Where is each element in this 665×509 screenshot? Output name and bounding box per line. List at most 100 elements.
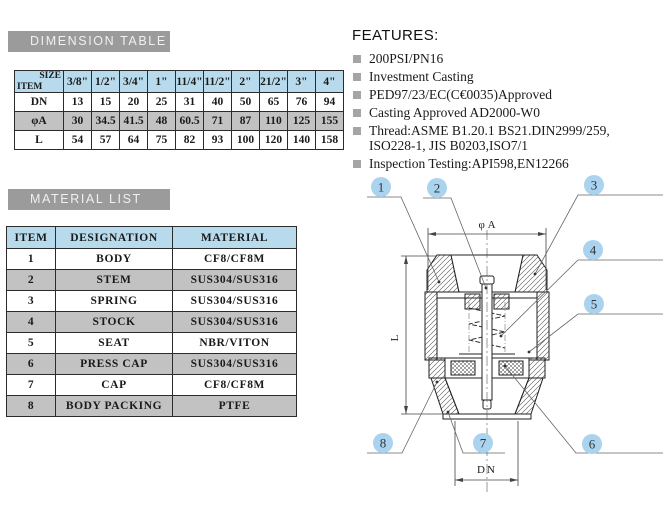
material-cell: 5 [6, 332, 56, 354]
callout-1-number: 1 [378, 180, 385, 195]
dimension-value-cell: 110 [259, 111, 288, 131]
dimension-table-header: DIMENSION TABLE [8, 31, 170, 52]
dimension-value-cell: 13 [63, 92, 92, 112]
dimension-value-cell: 25 [147, 92, 176, 112]
material-cell: STOCK [55, 311, 173, 333]
square-bullet-icon [353, 160, 361, 168]
feature-item: PED97/23/EC(C€0035)Approved [352, 87, 662, 102]
dimension-row-label: DN [14, 92, 64, 112]
size-header-cell: 11/4" [175, 70, 204, 93]
dimension-value-cell: 158 [315, 130, 344, 150]
seat-seal-right [498, 360, 524, 376]
size-header-cell: 3/8" [63, 70, 92, 93]
material-cell: CF8/CF8M [172, 374, 297, 396]
material-cell: CF8/CF8M [172, 248, 297, 270]
features-title: FEATURES: [352, 27, 439, 44]
material-cell: PTFE [172, 395, 297, 417]
dimension-value-cell: 120 [259, 130, 288, 150]
callout-3: 3 [584, 175, 604, 195]
dimension-table: SIZE ITEM 3/8"1/2"3/4"1"11/4"11/2"2"21/2… [14, 70, 344, 150]
material-cell: BODY PACKING [55, 395, 173, 417]
material-cell: SUS304/SUS316 [172, 269, 297, 291]
material-column-header: MATERIAL [172, 226, 297, 249]
body-left-wall [424, 291, 438, 361]
dimension-value-cell: 31 [175, 92, 204, 112]
callout-7-number: 7 [480, 436, 487, 451]
material-cell: 8 [6, 395, 56, 417]
dimension-value-cell: 54 [63, 130, 92, 150]
callout-5: 5 [584, 294, 604, 314]
callout-3-number: 3 [591, 178, 598, 193]
feature-item: Casting Approved AD2000-W0 [352, 105, 662, 120]
dimension-value-cell: 40 [203, 92, 232, 112]
callout-4: 4 [583, 240, 603, 260]
dimension-row-label: φA [14, 111, 64, 131]
dimension-table-body: SIZE ITEM 3/8"1/2"3/4"1"11/4"11/2"2"21/2… [14, 70, 344, 150]
feature-item: Thread:ASME B1.20.1 BS21.DIN2999/259,ISO… [352, 123, 662, 153]
dimension-value-cell: 71 [203, 111, 232, 131]
size-item-corner-cell: SIZE ITEM [14, 70, 64, 93]
material-cell: STEM [55, 269, 173, 291]
feature-text: 200PSI/PN16 [369, 51, 444, 66]
material-list-header: MATERIAL LIST [8, 189, 170, 210]
dimension-value-cell: 57 [91, 130, 120, 150]
dimension-value-cell: 64 [119, 130, 148, 150]
press-cap-right [528, 357, 546, 379]
callout-8-number: 8 [380, 436, 387, 451]
callout-6-number: 6 [589, 437, 596, 452]
feature-item: Inspection Testing:API598,EN12266 [352, 156, 662, 171]
size-header-cell: 1" [147, 70, 176, 93]
material-cell: SPRING [55, 290, 173, 312]
material-cell: 4 [6, 311, 56, 333]
dimension-value-cell: 30 [63, 111, 92, 131]
square-bullet-icon [353, 109, 361, 117]
dimension-l: L [389, 255, 443, 415]
dimension-value-cell: 140 [287, 130, 316, 150]
dimension-value-cell: 75 [147, 130, 176, 150]
size-header-cell: 2" [231, 70, 260, 93]
corner-item-label: ITEM [17, 82, 43, 92]
valve-body [424, 254, 550, 420]
material-cell: 6 [6, 353, 56, 375]
dimension-value-cell: 60.5 [175, 111, 204, 131]
material-cell: SUS304/SUS316 [172, 353, 297, 375]
corner-size-label: SIZE [39, 71, 61, 82]
material-cell: 3 [6, 290, 56, 312]
callout-5-number: 5 [591, 297, 598, 312]
callout-2: 2 [427, 178, 447, 198]
callout-1: 1 [371, 177, 391, 197]
callout-2-number: 2 [434, 181, 441, 196]
material-cell: 1 [6, 248, 56, 270]
dimension-value-cell: 41.5 [119, 111, 148, 131]
feature-text: PED97/23/EC(C€0035)Approved [369, 87, 552, 102]
size-header-cell: 11/2" [203, 70, 232, 93]
dimension-value-cell: 100 [231, 130, 260, 150]
callout-8: 8 [373, 433, 393, 453]
dimension-value-cell: 125 [287, 111, 316, 131]
press-cap-left [428, 357, 446, 379]
feature-text: Casting Approved AD2000-W0 [369, 105, 540, 120]
dimension-table-head-row: SIZE ITEM 3/8"1/2"3/4"1"11/4"11/2"2"21/2… [14, 70, 344, 93]
material-cell: SUS304/SUS316 [172, 311, 297, 333]
material-column-header: DESIGNATION [55, 226, 173, 249]
dimension-value-cell: 50 [231, 92, 260, 112]
callout-leaders [367, 194, 663, 454]
dimension-value-cell: 34.5 [91, 111, 120, 131]
material-cell: 7 [6, 374, 56, 396]
material-cell: 2 [6, 269, 56, 291]
